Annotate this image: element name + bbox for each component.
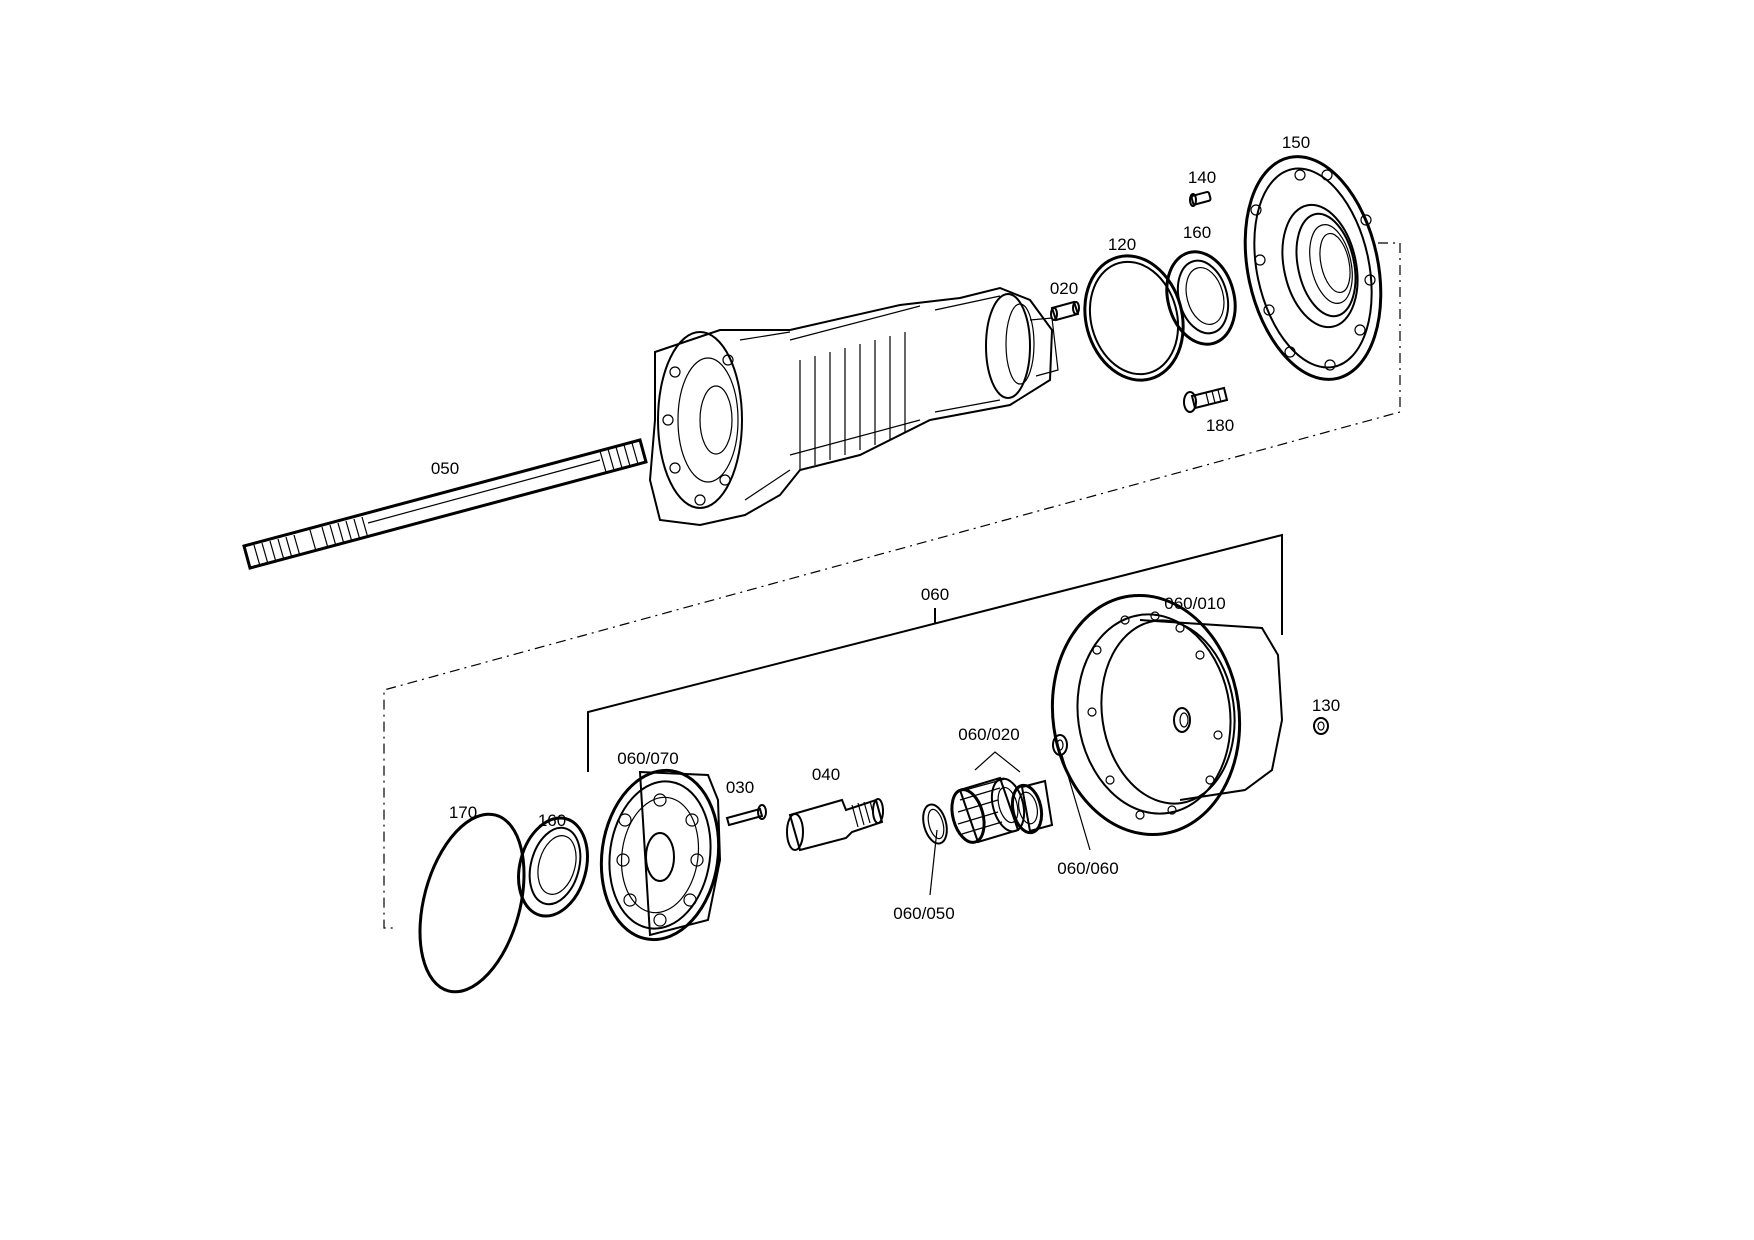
axle-shaft-050 (242, 438, 648, 570)
label-060-010: 060/010 (1164, 594, 1225, 613)
planet-gear-060-020 (950, 776, 1026, 844)
label-060: 060 (921, 585, 949, 604)
o-ring-120 (1083, 254, 1185, 382)
label-120: 120 (1108, 235, 1136, 254)
flange-150 (1243, 155, 1383, 381)
sun-shaft-040 (786, 798, 884, 852)
label-020: 020 (1050, 279, 1078, 298)
part-labels: 020 030 040 050 060 060/010 060/020 060/… (431, 133, 1340, 923)
o-ring-170 (418, 812, 526, 994)
seal-ring-160-top (1165, 250, 1237, 346)
pin-030 (725, 804, 767, 827)
leader-lines (929, 751, 1091, 896)
bolt-140 (1189, 190, 1212, 207)
ring-gear-060-010 (1050, 593, 1284, 837)
bearing-060-020 (1010, 779, 1054, 835)
label-060-060: 060/060 (1057, 859, 1118, 878)
planet-carrier-060-070 (599, 768, 722, 942)
snap-ring-060-050 (922, 803, 948, 845)
label-170: 170 (449, 803, 477, 822)
plug-130 (1313, 717, 1329, 735)
label-040: 040 (812, 765, 840, 784)
label-050: 050 (431, 459, 459, 478)
seal-ring-160-bottom (517, 816, 589, 918)
label-140: 140 (1188, 168, 1216, 187)
label-030: 030 (726, 778, 754, 797)
group-060-bracket (587, 533, 1283, 772)
label-060-020: 060/020 (958, 725, 1019, 744)
label-180: 180 (1206, 416, 1234, 435)
pin-020 (1050, 300, 1080, 322)
label-160-bottom: 160 (538, 811, 566, 830)
assembly-boundary-dashed (383, 242, 1401, 929)
stud-180 (1183, 386, 1229, 413)
label-150: 150 (1282, 133, 1310, 152)
label-060-050: 060/050 (893, 904, 954, 923)
axle-housing (648, 286, 1059, 527)
label-160-top: 160 (1183, 223, 1211, 242)
label-060-070: 060/070 (617, 749, 678, 768)
label-130: 130 (1312, 696, 1340, 715)
